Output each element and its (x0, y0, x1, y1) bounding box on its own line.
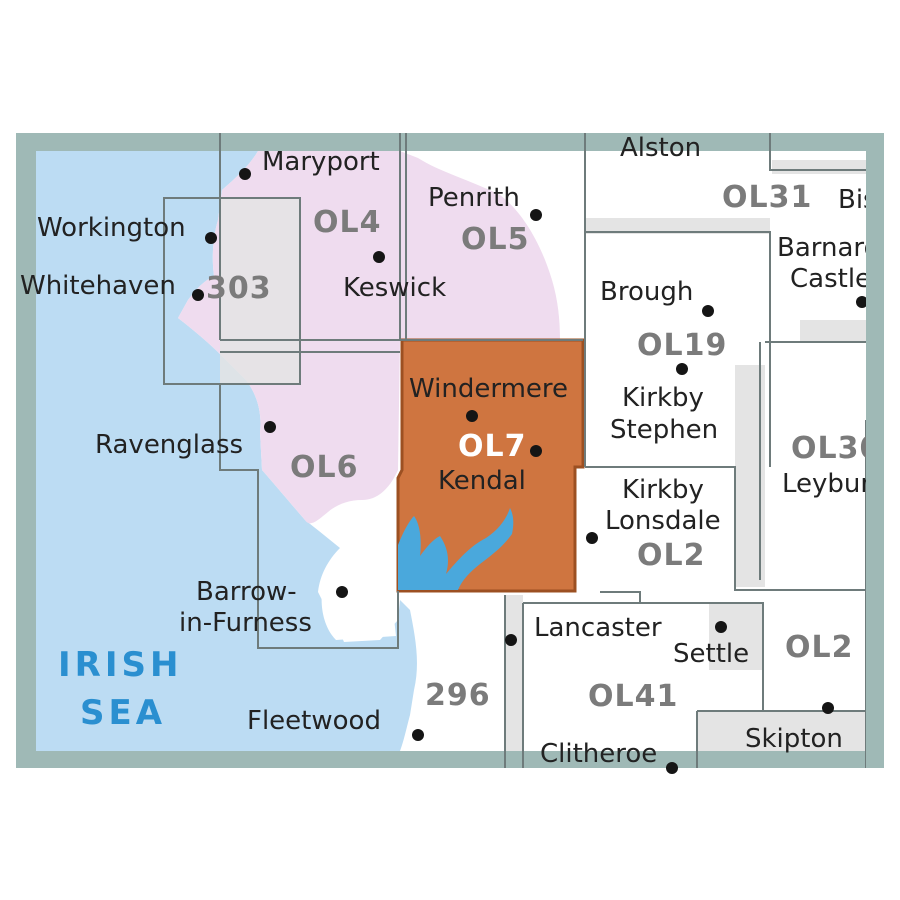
dot-keswick (373, 251, 385, 263)
label-penrith: Penrith (428, 183, 520, 213)
grey-band-g (772, 160, 866, 174)
lake-area (398, 508, 514, 590)
label-windermere: Windermere (409, 374, 568, 404)
label-workington: Workington (37, 213, 186, 243)
label-castle: Castle (790, 264, 871, 294)
sheet-label-303: 303 (206, 271, 272, 306)
dot-skipton (822, 702, 834, 714)
right-frame-edge (866, 133, 884, 768)
dot-lancaster (505, 634, 517, 646)
label-in-furness: in-Furness (179, 608, 312, 638)
place-labels: Maryport Workington Whitehaven Penrith K… (20, 133, 893, 769)
label-fleetwood: Fleetwood (247, 706, 381, 736)
dot-kendal (530, 445, 542, 457)
dot-whitehaven (192, 289, 204, 301)
sheet-label-ol7: OL7 (458, 429, 527, 464)
grey-band-d (709, 604, 763, 670)
sheet-label-ol30: OL30 (791, 431, 881, 466)
outer-right-margin (884, 133, 900, 768)
label-alston: Alston (620, 133, 701, 163)
grey-band-b (800, 320, 866, 342)
dot-fleetwood (412, 729, 424, 741)
grey-band-f (585, 218, 770, 234)
dot-barrow (336, 586, 348, 598)
sheet-label-ol4: OL4 (313, 205, 382, 240)
label-kirkby-1: Kirkby (622, 383, 704, 413)
grey-band-c (697, 711, 866, 751)
label-kirkby-2: Kirkby (622, 475, 704, 505)
dot-ravenglass (264, 421, 276, 433)
sheet-label-296: 296 (425, 678, 491, 713)
barrow-coast (321, 505, 396, 640)
dot-barnard-castle (856, 296, 868, 308)
label-stephen: Stephen (610, 415, 718, 445)
dot-windermere (466, 410, 478, 422)
dot-kirkby-stephen (676, 363, 688, 375)
label-ravenglass: Ravenglass (95, 430, 243, 460)
dot-penrith (530, 209, 542, 221)
label-barnard: Barnard (777, 233, 880, 263)
dot-kirkby-lonsdale (586, 532, 598, 544)
label-keswick: Keswick (343, 273, 446, 303)
label-maryport: Maryport (262, 147, 380, 177)
label-settle: Settle (673, 639, 749, 669)
sheet-label-ol19: OL19 (637, 328, 727, 363)
label-lancaster: Lancaster (534, 613, 662, 643)
sheet-label-ol31: OL31 (722, 180, 812, 215)
label-brough: Brough (600, 277, 693, 307)
label-skipton: Skipton (745, 724, 843, 754)
sheet-label-ol2-a: OL2 (637, 538, 706, 573)
label-lonsdale: Lonsdale (605, 506, 721, 536)
label-kendal: Kendal (438, 466, 526, 496)
dot-brough (702, 305, 714, 317)
sea-label-line1: IRISH (58, 645, 182, 685)
sheet-label-ol6: OL6 (290, 450, 359, 485)
sheet-label-ol5: OL5 (461, 222, 530, 257)
dot-clitheroe (666, 762, 678, 774)
dot-settle (715, 621, 727, 633)
sheet-label-ol41: OL41 (588, 679, 678, 714)
fleetwood-coast (418, 600, 505, 751)
dot-workington (205, 232, 217, 244)
grey-band-e (505, 595, 523, 751)
label-barrow: Barrow- (196, 577, 297, 607)
place-markers (192, 168, 868, 774)
label-clitheroe: Clitheroe (540, 739, 657, 769)
dot-maryport (239, 168, 251, 180)
sheet-labels: OL4 OL5 OL31 303 OL19 OL7 OL6 OL30 OL2 O… (206, 180, 881, 714)
sea-label-line2: SEA (80, 693, 166, 733)
label-whitehaven: Whitehaven (20, 271, 176, 301)
sheet-label-ol2-b: OL2 (785, 630, 854, 665)
sheet-ol7-area (396, 338, 585, 593)
